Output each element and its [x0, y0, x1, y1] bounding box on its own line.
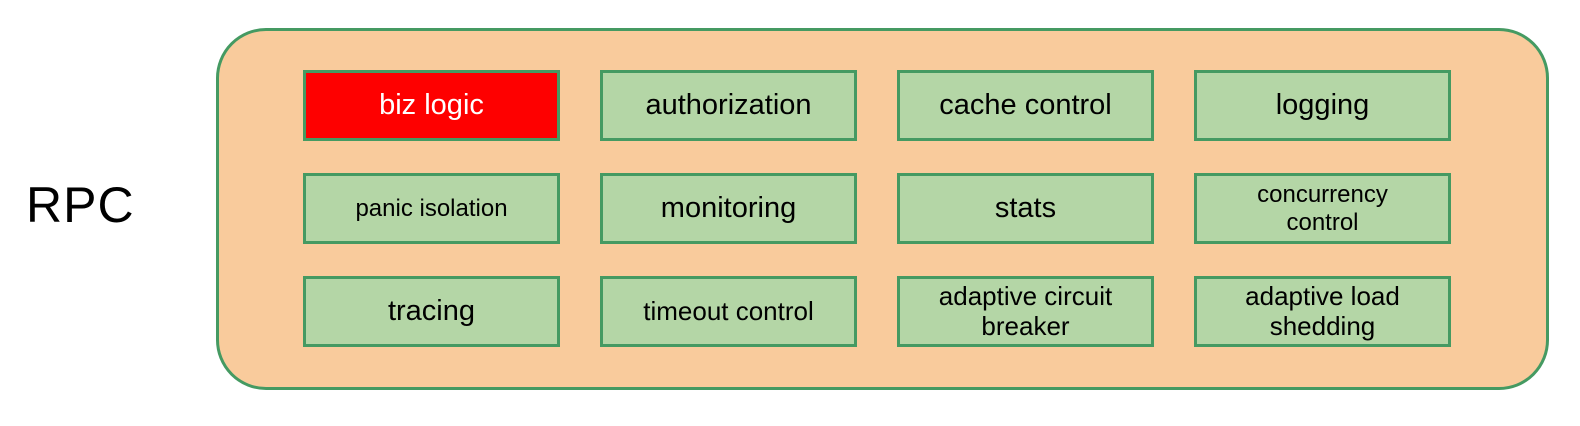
- cell-stats: stats: [897, 173, 1154, 244]
- rpc-container: biz logic authorization cache control lo…: [216, 28, 1549, 390]
- cell-adaptive-load-shedding: adaptive load shedding: [1194, 276, 1451, 347]
- cell-monitoring: monitoring: [600, 173, 857, 244]
- cell-authorization: authorization: [600, 70, 857, 141]
- cell-concurrency-control: concurrency control: [1194, 173, 1451, 244]
- cell-timeout-control: timeout control: [600, 276, 857, 347]
- cell-biz-logic: biz logic: [303, 70, 560, 141]
- cell-panic-isolation: panic isolation: [303, 173, 560, 244]
- cell-tracing: tracing: [303, 276, 560, 347]
- cell-logging: logging: [1194, 70, 1451, 141]
- cell-cache-control: cache control: [897, 70, 1154, 141]
- rpc-label: RPC: [26, 177, 135, 233]
- cell-adaptive-circuit-breaker: adaptive circuit breaker: [897, 276, 1154, 347]
- cell-grid: biz logic authorization cache control lo…: [219, 31, 1546, 387]
